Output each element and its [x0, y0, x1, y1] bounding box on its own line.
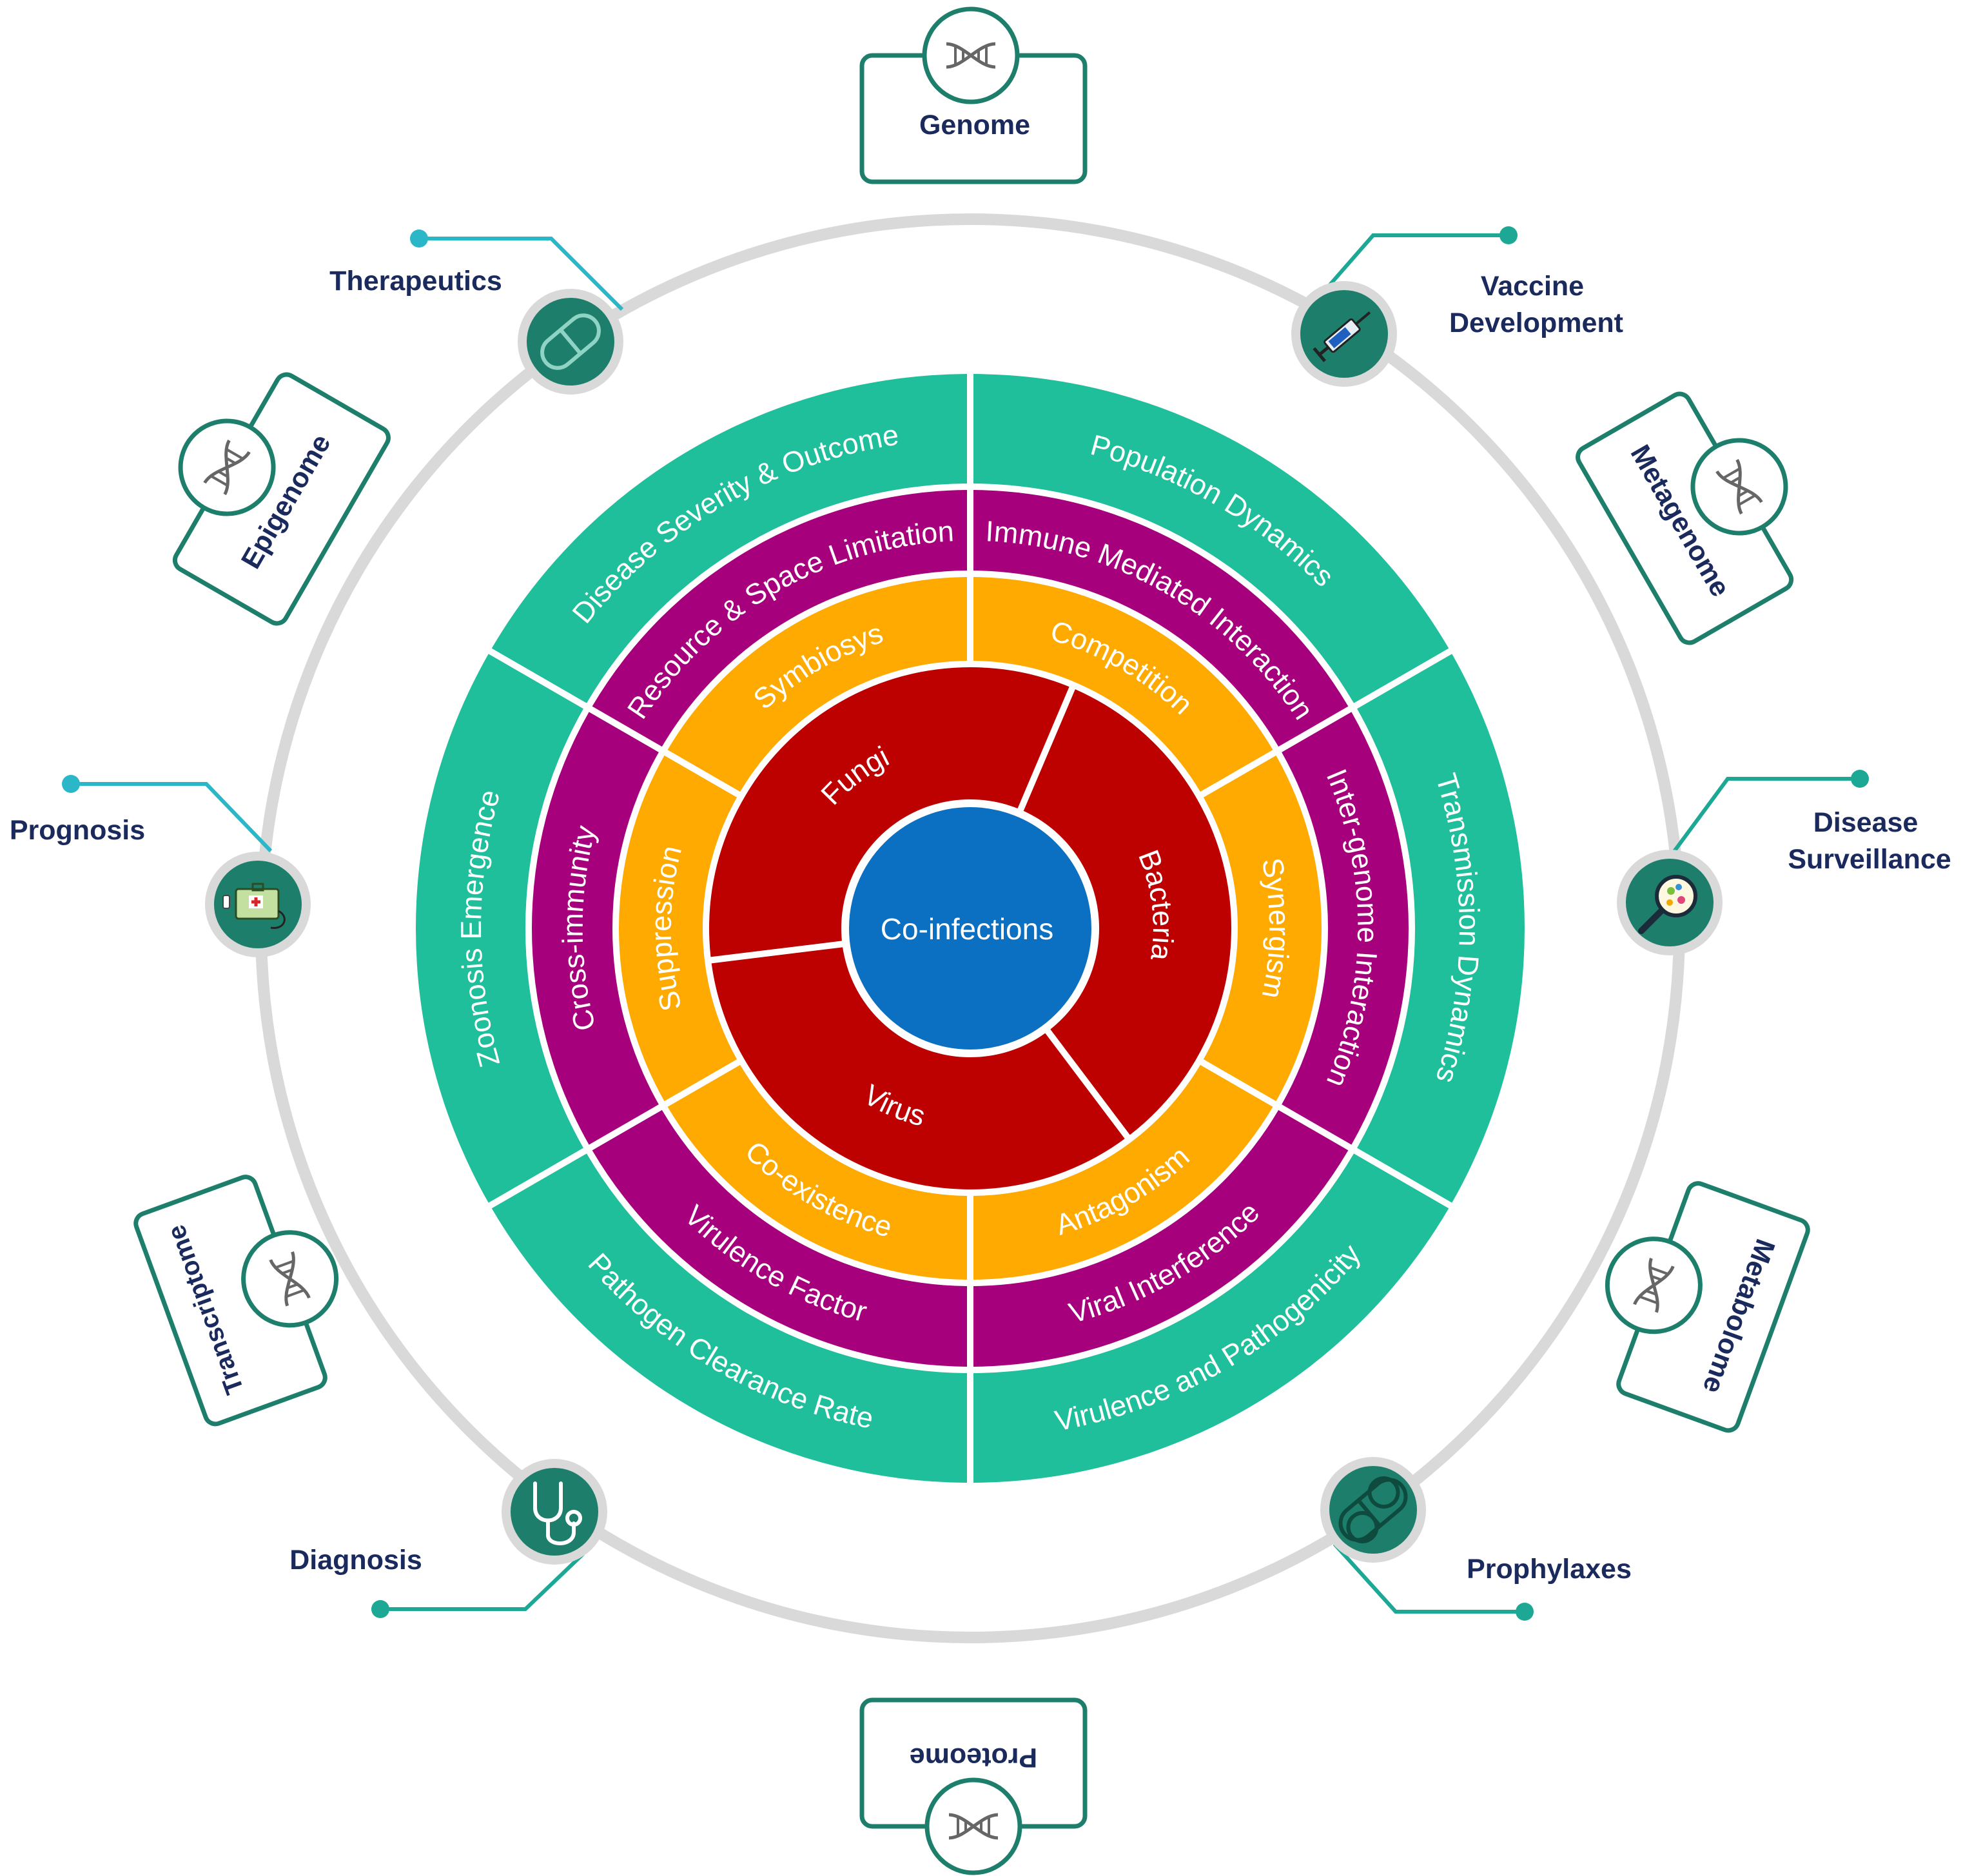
outcomes-segment: [416, 654, 583, 1203]
connector-dot: [410, 230, 428, 248]
outcomes-segment: [491, 374, 967, 703]
omics-metagenome: Metagenome: [1576, 391, 1794, 645]
omics-metabolome: Metabolome: [1605, 1181, 1810, 1433]
application-disease-surveillance: [1617, 850, 1723, 955]
omics-genome: Genome: [859, 6, 1088, 184]
application-label-line: Surveillance: [1788, 844, 1951, 875]
application-label: Prognosis: [10, 815, 145, 846]
omics-label: Genome: [919, 110, 1030, 141]
application-label-line: Vaccine: [1481, 271, 1584, 302]
application-vaccine-development: [1291, 281, 1397, 387]
prophylaxes-connector: [1333, 1542, 1525, 1614]
connector-dot: [1516, 1603, 1534, 1621]
outcomes-segment: [491, 1153, 967, 1483]
omics-label: Proteome: [910, 1742, 1037, 1773]
icon-disc: [511, 1468, 598, 1556]
application-label-line: Development: [1449, 308, 1623, 338]
application-label: Vaccine Development: [1449, 271, 1623, 338]
mechanisms-segment: [1282, 712, 1409, 1145]
pathogens-segment: [711, 947, 1125, 1189]
pathogens-segment: [708, 667, 1069, 957]
application-prophylaxes: [1320, 1457, 1426, 1563]
application-label: Prophylaxes: [1467, 1554, 1632, 1585]
omics-epigenome: Epigenome: [172, 372, 391, 626]
application-label: Disease Surveillance: [1788, 807, 1951, 875]
application-therapeutics: [518, 289, 623, 395]
dna-icon: [269, 1251, 311, 1307]
connector-dot: [1851, 770, 1869, 788]
surveillance-connector: [1668, 777, 1860, 859]
pills-icon: [1338, 1476, 1408, 1543]
syringe-icon: [1313, 311, 1371, 362]
diagnosis-connector: [380, 1552, 585, 1611]
therapeutics-connector: [419, 237, 624, 311]
outcomes-segment: [973, 1153, 1449, 1483]
connector-dot: [1499, 226, 1518, 244]
connector-dot: [371, 1600, 389, 1618]
icon-disc: [1329, 1466, 1417, 1554]
mechanisms-segment: [973, 490, 1349, 747]
mechanisms-segment: [532, 712, 659, 1145]
application-label: Therapeutics: [329, 266, 502, 297]
prognosis-connector: [71, 782, 273, 853]
mechanisms-segment: [973, 1109, 1349, 1367]
center-label: Co-infections: [881, 912, 1053, 946]
connector-dot: [62, 775, 80, 793]
dna-icon: [1633, 1258, 1675, 1313]
outcomes-segment: [1357, 654, 1525, 1203]
dna-icon: [948, 1813, 999, 1840]
center-circle: [843, 801, 1098, 1056]
first-aid-kit-icon: [222, 883, 286, 929]
interactions-segment: [619, 755, 737, 1102]
mechanisms-segment: [592, 1109, 968, 1367]
capsule-icon: [540, 313, 601, 370]
ring-layers: BacteriaVirusFungiCompetitionSynergismAn…: [416, 374, 1525, 1483]
omics-proteome: Proteome: [859, 1697, 1088, 1875]
application-connectors: [62, 226, 1869, 1621]
interactions-segment: [973, 1064, 1273, 1280]
interactions-segment: [1203, 755, 1322, 1102]
dna-icon: [946, 42, 996, 69]
omics-transcriptome: Transcriptome: [133, 1175, 339, 1427]
outcomes-segment: [973, 374, 1449, 703]
application-diagnosis: [502, 1459, 607, 1565]
dna-icon: [203, 439, 251, 496]
pathogens-segment: [1023, 689, 1232, 1135]
application-label-line: Disease: [1813, 807, 1919, 838]
application-label: Diagnosis: [289, 1545, 422, 1576]
magnifier-microbes-icon: [1638, 875, 1697, 934]
mechanisms-segment: [592, 490, 968, 747]
stethoscope-icon: [533, 1481, 582, 1545]
interactions-segment: [667, 1064, 968, 1280]
interactions-segment: [973, 577, 1273, 792]
application-prognosis: [205, 852, 311, 957]
interactions-segment: [667, 577, 968, 792]
dna-icon: [1715, 458, 1763, 515]
